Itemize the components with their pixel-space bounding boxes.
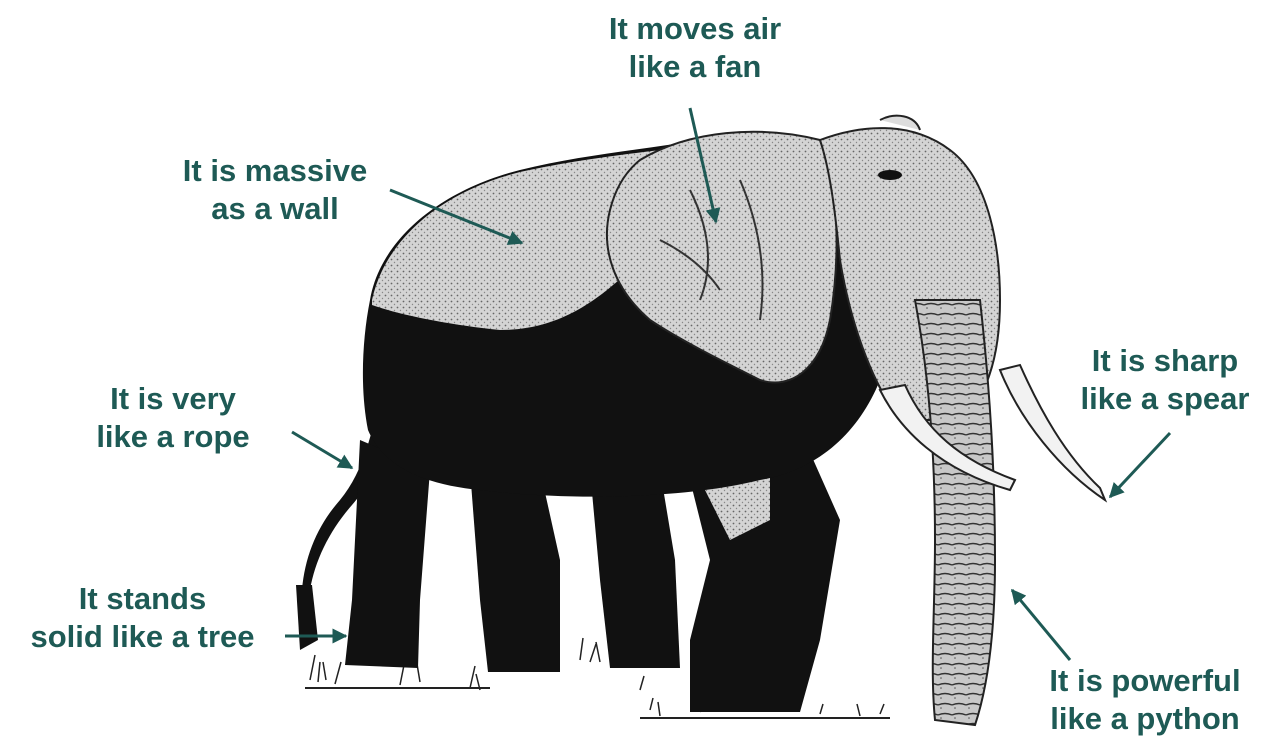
arrow-python xyxy=(1012,590,1070,660)
back-leg-right xyxy=(470,470,560,672)
elephant-trunk xyxy=(915,300,995,725)
arrow-rope xyxy=(292,432,352,468)
front-leg-left xyxy=(590,470,680,668)
arrow-spear xyxy=(1110,433,1170,497)
eye xyxy=(878,170,902,180)
